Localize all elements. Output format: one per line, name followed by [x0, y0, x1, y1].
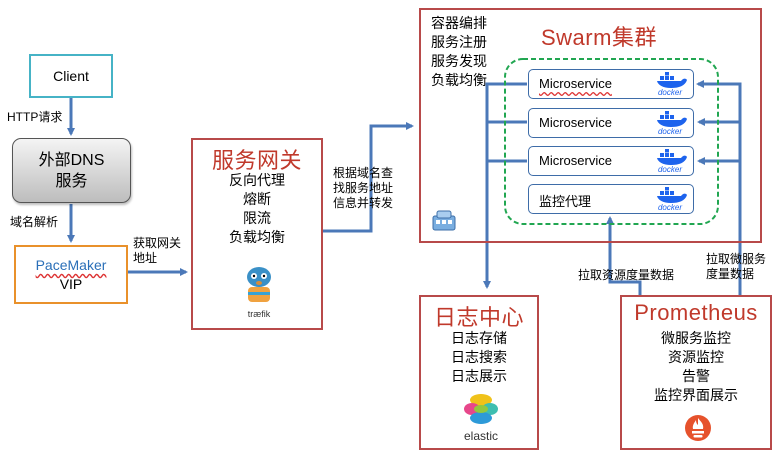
route-note-line3: 信息并转发: [333, 196, 394, 210]
gateway-item: 熔断: [243, 191, 271, 207]
prometheus-pull-agent: [606, 216, 642, 300]
pacemaker-box: PaceMaker VIP: [14, 245, 128, 304]
prometheus-item: 告警: [682, 368, 710, 384]
prometheus-title: Prometheus: [634, 300, 758, 325]
pull-ms-line2: 度量数据: [706, 267, 755, 281]
route-note-line1: 根据域名查: [333, 166, 394, 180]
microservice-box: Microservice docker: [528, 108, 694, 138]
log-center-items: 日志存储 日志搜索 日志展示: [421, 329, 537, 386]
gateway-items: 反向代理 熔断 限流 负载均衡: [193, 171, 321, 247]
prometheus-items: 微服务监控 资源监控 告警 监控界面展示: [622, 329, 770, 405]
get-gateway-label: 获取网关 地址: [133, 236, 181, 266]
microservice-label: Microservice: [539, 153, 612, 168]
microservice-group: [504, 58, 719, 225]
log-center-title: 日志中心: [433, 305, 524, 330]
prometheus-logo-icon: [684, 414, 712, 442]
arrow-gateway-swarm: [322, 122, 414, 233]
monitor-agent-label: 监控代理: [539, 194, 592, 209]
dns-box: 外部DNS 服务: [12, 138, 131, 203]
traefik-logo: træfik: [239, 264, 279, 319]
pull-resource-label: 拉取资源度量数据: [578, 268, 675, 282]
log-center-box: 日志中心 日志存储 日志搜索 日志展示 elastic: [419, 295, 539, 450]
monitor-agent-box: 监控代理 docker: [528, 184, 694, 214]
client-label: Client: [53, 67, 89, 84]
swarm-feature: 容器编排: [431, 15, 487, 31]
dns-line2: 服务: [55, 172, 88, 190]
log-center-item: 日志存储: [451, 330, 507, 346]
microservice-label: Microservice: [539, 115, 612, 130]
dns-line1: 外部DNS: [38, 151, 105, 169]
gateway-item: 反向代理: [229, 172, 285, 188]
swarm-features: 容器编排 服务注册 服务发现 负载均衡: [431, 14, 487, 90]
swarm-feature: 服务注册: [431, 34, 487, 50]
microservice-box: Microservice docker: [528, 69, 694, 99]
elastic-logo-text: elastic: [463, 429, 498, 443]
docker-word: docker: [657, 203, 682, 212]
docker-icon: docker: [651, 149, 689, 174]
pacemaker-title: PaceMaker: [35, 257, 107, 273]
prometheus-item: 监控界面展示: [654, 387, 738, 403]
pacemaker-sub: VIP: [59, 276, 83, 292]
swarm-box: 容器编排 服务注册 服务发现 负载均衡 Swarm集群: [419, 8, 762, 243]
docker-icon: docker: [651, 111, 689, 136]
traefik-logo-text: træfik: [247, 309, 271, 319]
swarm-feature: 负载均衡: [431, 72, 487, 88]
docker-word: docker: [657, 88, 682, 97]
dns-resolve-label: 域名解析: [10, 215, 59, 229]
get-gateway-line1: 获取网关: [133, 236, 182, 250]
prometheus-item: 资源监控: [668, 349, 724, 365]
route-note: 根据域名查 找服务地址 信息并转发: [333, 166, 393, 211]
gateway-item: 负载均衡: [229, 229, 285, 245]
gateway-box: 服务网关 反向代理 熔断 限流 负载均衡 træfik: [191, 138, 323, 330]
microservice-box: Microservice docker: [528, 146, 694, 176]
gateway-title: 服务网关: [211, 148, 302, 173]
http-request-label: HTTP请求: [7, 110, 63, 124]
log-center-item: 日志展示: [451, 368, 507, 384]
docker-icon: docker: [651, 187, 689, 212]
swarm-title: Swarm集群: [541, 25, 657, 50]
log-center-item: 日志搜索: [451, 349, 507, 365]
pull-ms-line1: 拉取微服务: [706, 252, 767, 266]
prometheus-pull-ms: [696, 80, 742, 300]
pull-ms-label: 拉取微服务 度量数据: [706, 252, 766, 282]
gateway-item: 限流: [243, 210, 271, 226]
route-note-line2: 找服务地址: [333, 181, 394, 195]
prometheus-item: 微服务监控: [661, 330, 731, 346]
docker-icon: docker: [651, 72, 689, 97]
docker-word: docker: [657, 127, 682, 136]
log-line: [483, 82, 527, 289]
docker-word: docker: [657, 165, 682, 174]
client-box: Client: [29, 54, 113, 98]
swarm-cluster-icon: [431, 208, 457, 234]
prometheus-box: Prometheus 微服务监控 资源监控 告警 监控界面展示: [620, 295, 772, 450]
elastic-logo: elastic: [457, 393, 505, 443]
swarm-feature: 服务发现: [431, 53, 487, 69]
microservice-label: Microservice: [539, 76, 612, 91]
get-gateway-line2: 地址: [133, 251, 158, 265]
